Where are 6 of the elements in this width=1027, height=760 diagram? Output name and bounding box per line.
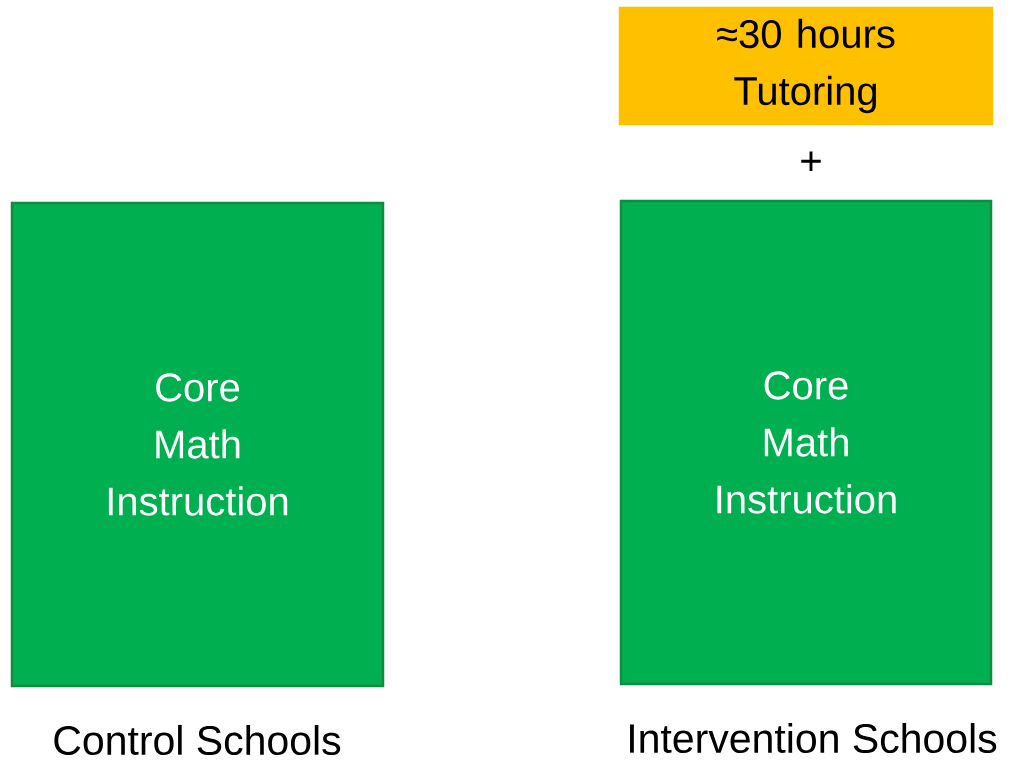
instruction-box: Core Math Instruction — [619, 199, 993, 686]
instruction-box: Core Math Instruction — [10, 201, 385, 688]
school-label: Intervention Schools — [630, 722, 997, 754]
tutoring-box: ≈30 hours Tutoring — [618, 6, 994, 126]
school-label: Control Schools — [54, 724, 341, 756]
plus-sign: + — [801, 151, 821, 172]
